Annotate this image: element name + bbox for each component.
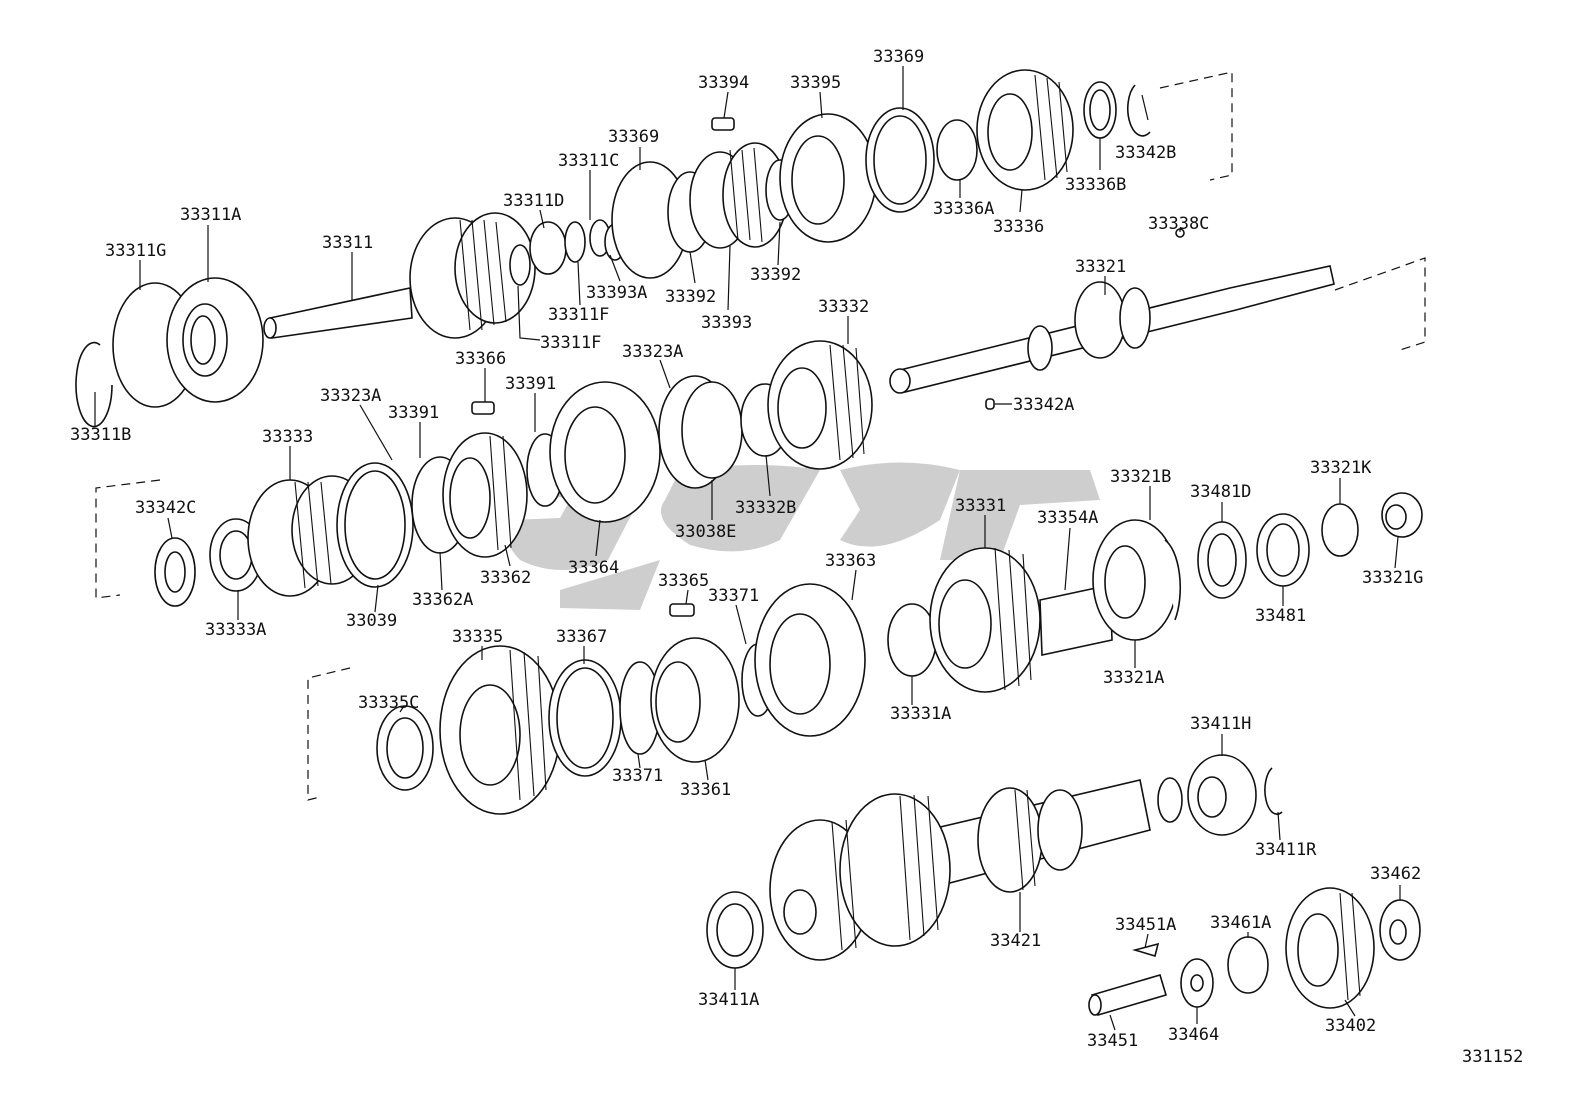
label-33342C: 33342C bbox=[135, 498, 196, 518]
reverse-idler-assembly bbox=[1088, 887, 1421, 1016]
label-33411R: 33411R bbox=[1255, 840, 1317, 860]
label-33481D: 33481D bbox=[1190, 482, 1251, 502]
label-33336: 33336 bbox=[993, 217, 1044, 237]
figure-id: 331152 bbox=[1462, 1047, 1523, 1067]
label-33038E: 33038E bbox=[675, 522, 736, 542]
label-33311: 33311 bbox=[322, 233, 373, 253]
row-2-assembly bbox=[154, 340, 873, 607]
label-33311G: 33311G bbox=[105, 241, 166, 261]
label-33321G: 33321G bbox=[1362, 568, 1423, 588]
row-3-assembly bbox=[376, 492, 1423, 815]
label-33481: 33481 bbox=[1255, 606, 1306, 626]
leader-lines bbox=[94, 66, 1401, 1031]
label-33321B: 33321B bbox=[1110, 467, 1171, 487]
label-33411A: 33411A bbox=[698, 990, 759, 1010]
label-33464: 33464 bbox=[1168, 1025, 1219, 1045]
label-33331: 33331 bbox=[955, 496, 1006, 516]
label-33321A: 33321A bbox=[1103, 668, 1164, 688]
label-33369-top: 33369 bbox=[873, 47, 924, 67]
label-33391-right: 33391 bbox=[505, 374, 556, 394]
label-33402: 33402 bbox=[1325, 1016, 1376, 1036]
label-33451A: 33451A bbox=[1115, 915, 1176, 935]
label-33391: 33391 bbox=[388, 403, 439, 423]
label-33392-right: 33392 bbox=[750, 265, 801, 285]
label-33354A: 33354A bbox=[1037, 508, 1098, 528]
label-33366: 33366 bbox=[455, 349, 506, 369]
label-33393A: 33393A bbox=[586, 283, 647, 303]
assembly-guide-lines bbox=[95, 71, 1426, 801]
label-33311F: 33311F bbox=[548, 305, 609, 325]
label-33331A: 33331A bbox=[890, 704, 951, 724]
label-33335: 33335 bbox=[452, 627, 503, 647]
label-33311D: 33311D bbox=[503, 191, 564, 211]
label-33039: 33039 bbox=[346, 611, 397, 631]
label-33333: 33333 bbox=[262, 427, 313, 447]
label-33336A: 33336A bbox=[933, 199, 994, 219]
label-33332B: 33332B bbox=[735, 498, 796, 518]
input-shaft-assembly bbox=[75, 212, 626, 428]
label-33323A-right: 33323A bbox=[622, 342, 683, 362]
label-33461A: 33461A bbox=[1210, 913, 1271, 933]
output-shaft bbox=[889, 228, 1335, 410]
label-33342B: 33342B bbox=[1115, 143, 1176, 163]
label-33362A: 33362A bbox=[412, 590, 473, 610]
label-33362: 33362 bbox=[480, 568, 531, 588]
label-33421: 33421 bbox=[990, 931, 1041, 951]
label-33393: 33393 bbox=[701, 313, 752, 333]
label-33311A: 33311A bbox=[180, 205, 241, 225]
label-33462: 33462 bbox=[1370, 864, 1421, 884]
label-33363: 33363 bbox=[825, 551, 876, 571]
label-33336B: 33336B bbox=[1065, 175, 1126, 195]
label-33311F-lower: 33311F bbox=[540, 333, 601, 353]
label-33411H: 33411H bbox=[1190, 714, 1251, 734]
label-33321: 33321 bbox=[1075, 257, 1126, 277]
label-33333A: 33333A bbox=[205, 620, 266, 640]
label-33332: 33332 bbox=[818, 297, 869, 317]
label-33365: 33365 bbox=[658, 571, 709, 591]
label-33364: 33364 bbox=[568, 558, 619, 578]
label-33451: 33451 bbox=[1087, 1031, 1138, 1051]
synchro-3-4-assembly bbox=[611, 69, 1151, 279]
label-33323A: 33323A bbox=[320, 386, 381, 406]
label-33371-upper: 33371 bbox=[708, 586, 759, 606]
part-labels: 33394 33395 33369 33369 33311C 33311D 33… bbox=[70, 47, 1523, 1067]
label-33311B: 33311B bbox=[70, 425, 131, 445]
label-33342A: 33342A bbox=[1013, 395, 1074, 415]
label-33311C: 33311C bbox=[558, 151, 619, 171]
label-33369: 33369 bbox=[608, 127, 659, 147]
label-33395: 33395 bbox=[790, 73, 841, 93]
label-33367: 33367 bbox=[556, 627, 607, 647]
label-33361: 33361 bbox=[680, 780, 731, 800]
label-33338C: 33338C bbox=[1148, 214, 1209, 234]
label-33335C: 33335C bbox=[358, 693, 419, 713]
countershaft-assembly bbox=[706, 754, 1283, 969]
label-33394: 33394 bbox=[698, 73, 749, 93]
label-33371: 33371 bbox=[612, 766, 663, 786]
label-33321K: 33321K bbox=[1310, 458, 1372, 478]
label-33392: 33392 bbox=[665, 287, 716, 307]
watermark-logo bbox=[500, 462, 1100, 610]
